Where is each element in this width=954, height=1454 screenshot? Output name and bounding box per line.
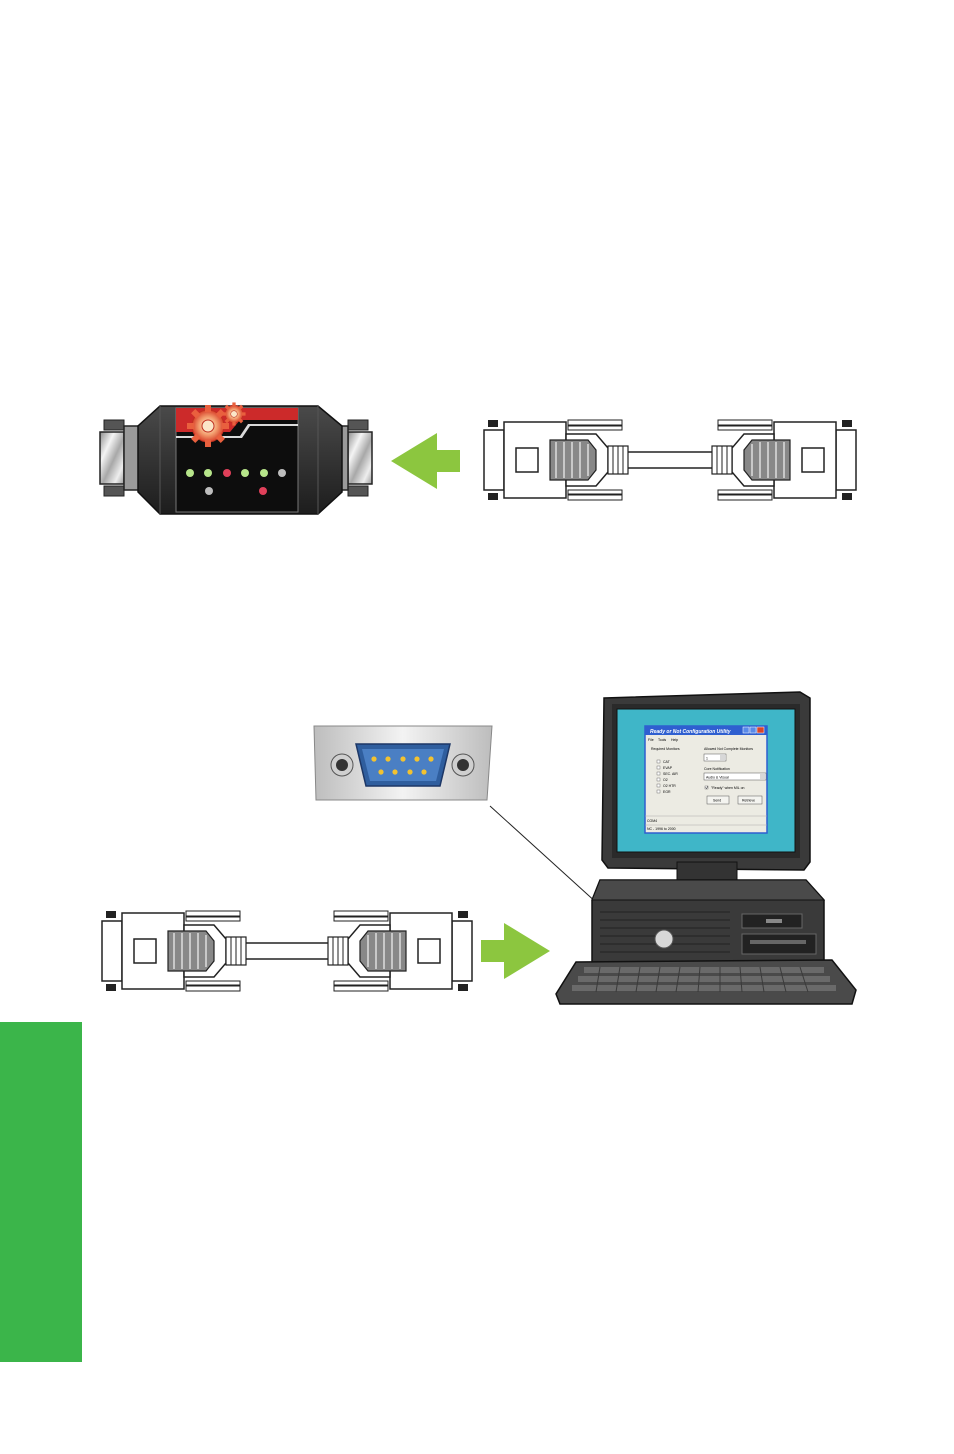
db9-serial-port-icon — [314, 726, 492, 800]
arrow-right-icon — [481, 923, 550, 979]
maximize-button[interactable] — [750, 727, 756, 733]
monitor-sec-air: SEC. AIR — [663, 772, 678, 776]
close-button[interactable] — [757, 727, 764, 733]
arrow-left-icon — [391, 433, 460, 489]
menu-file[interactable]: File — [648, 738, 654, 742]
monitor-o2: O2 — [663, 778, 668, 782]
obd-serial-adapter-icon — [100, 402, 372, 514]
allowed-value: 1 — [706, 757, 708, 761]
monitor-o2-htr: O2 HTR — [663, 784, 676, 788]
send-button-label: Send — [713, 799, 721, 803]
retrieve-button-label: Retrieve — [742, 799, 755, 803]
menu-help[interactable]: Help — [671, 738, 678, 742]
window-title: Ready or Not Configuration Utility — [650, 729, 731, 735]
chevron-down-icon-2[interactable] — [760, 774, 765, 779]
monitor-cat: CAT — [663, 760, 671, 764]
monitor-evap: EVAP — [663, 766, 673, 770]
minimize-button[interactable] — [743, 727, 749, 733]
notification-label: Core Notification — [704, 767, 730, 771]
monitor-egr: EGR — [663, 790, 671, 794]
port-callout-line — [490, 806, 598, 904]
notification-value: Audio & Visual — [706, 776, 729, 780]
allowed-label: Allowed Not Complete Monitors — [704, 747, 753, 751]
status-port: COM4 — [647, 819, 657, 823]
configuration-utility-window[interactable]: Ready or Not Configuration Utility File … — [645, 726, 767, 833]
ready-checkbox-label: "Ready" when MIL on — [711, 786, 745, 790]
db9-serial-cable-icon — [484, 420, 856, 500]
required-monitors-label: Required Monitors — [651, 747, 680, 751]
status-years: NC - 1996 to 2000 — [647, 827, 676, 831]
db9-serial-cable-icon-bottom — [102, 911, 472, 991]
chevron-down-icon[interactable] — [720, 755, 725, 760]
menu-tools[interactable]: Tools — [658, 738, 666, 742]
